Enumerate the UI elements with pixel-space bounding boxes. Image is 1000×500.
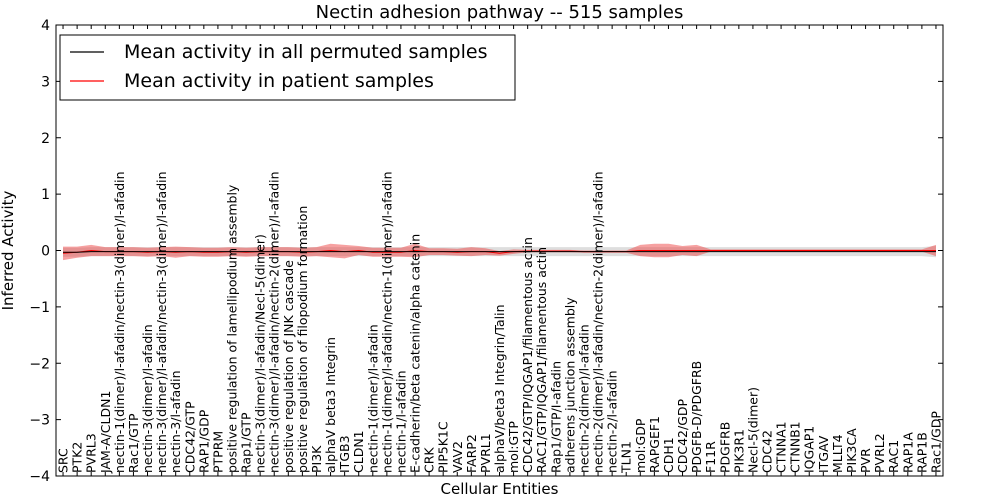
- x-tick-label: nectin-1(dimer)/l-afadin: [365, 324, 380, 473]
- x-tick-label: positive regulation of filopodium format…: [295, 206, 310, 473]
- x-tick-label: RAP1A: [900, 432, 915, 473]
- x-tick-label: IQGAP1: [802, 426, 817, 473]
- x-tick-label: nectin-1(dimer)/l-afadin/nectin-1(dimer)…: [379, 171, 394, 473]
- chart-title: Nectin adhesion pathway -- 515 samples: [316, 2, 684, 23]
- x-tick-label: nectin-3(dimer)/l-afadin/nectin-3(dimer)…: [154, 171, 169, 473]
- x-tick-label: VAV2: [450, 441, 465, 473]
- y-tick-label: 3: [41, 74, 50, 90]
- y-tick-label: 4: [41, 18, 50, 34]
- x-tick-label: nectin-2(dimer)/l-afadin: [577, 324, 592, 473]
- x-tick-label: CDC42/GTP: [182, 401, 197, 473]
- x-tick-label: positive regulation of JNK cascade: [281, 260, 296, 473]
- x-tick-label: nectin-1/l-afadin: [393, 371, 408, 474]
- x-tick-label: RAC1: [886, 440, 901, 473]
- series-lines: [62, 249, 936, 254]
- x-tick-label: PIK3R1: [731, 429, 746, 473]
- x-tick-label: Rap1/GTP: [239, 412, 254, 473]
- x-tick-label: RAP1/GDP: [196, 409, 211, 473]
- legend-label: Mean activity in patient samples: [124, 70, 434, 92]
- x-tick-label: PVRL2: [872, 433, 887, 473]
- x-tick-label: CRK: [422, 447, 437, 473]
- x-tick-label: ITGB3: [337, 435, 352, 473]
- x-tick-label: positive regulation of lamellipodium ass…: [225, 184, 240, 473]
- x-tick-label: SRC: [56, 448, 71, 473]
- x-tick-label: nectin-2/l-afadin: [605, 371, 620, 474]
- x-tick-label: nectin-2(dimer)/l-afadin/nectin-2(dimer)…: [591, 171, 606, 473]
- x-tick-label: adherens junction assembly: [562, 297, 577, 473]
- y-tick-label: 0: [41, 244, 50, 260]
- x-tick-label: PDGFB-D/PDGFRB: [689, 361, 704, 473]
- legend-box: [59, 34, 516, 101]
- y-axis-ticks: −4 −3 −2 −1 0 1 2 3 4: [29, 18, 943, 485]
- x-tick-label: CDC42/GTP/IQGAP1/filamentous actin: [520, 237, 535, 473]
- x-tick-label: FARP2: [464, 434, 479, 473]
- x-tick-label: CTNNB1: [788, 421, 803, 473]
- x-tick-label: RAP1B: [914, 432, 929, 473]
- x-tick-label: nectin-3(dimer)/l-afadin/nectin-2(dimer)…: [267, 171, 282, 473]
- x-tick-label: JAM-A/CLDN1: [98, 391, 113, 474]
- x-tick-label: nectin-3(dimer)/l-afadin/Necl-5(dimer): [253, 234, 268, 473]
- x-tick-label: alphaV beta3 Integrin: [323, 337, 338, 473]
- line-permuted: [63, 251, 936, 253]
- x-tick-label: CTNNA1: [774, 421, 789, 473]
- y-tick-label: 1: [41, 187, 50, 203]
- legend-label: Mean activity in all permuted samples: [124, 41, 487, 63]
- x-tick-label: CLDN1: [351, 430, 366, 473]
- x-tick-label: Rac1/GTP: [126, 413, 141, 473]
- x-tick-label: PVR: [858, 448, 873, 473]
- x-tick-label: RAPGEF1: [647, 416, 662, 473]
- x-tick-label: PIK3CA: [844, 428, 859, 473]
- x-tick-label: PDGFRB: [717, 422, 732, 473]
- x-axis-label: Cellular Entities: [441, 480, 559, 498]
- x-tick-label: nectin-1(dimer)/l-afadin/nectin-3(dimer)…: [112, 171, 127, 473]
- x-tick-label: TLN1: [619, 441, 634, 474]
- y-axis-label: Inferred Activity: [0, 190, 17, 310]
- y-tick-label: −2: [29, 356, 50, 372]
- x-tick-label: nectin-3/l-afadin: [168, 371, 183, 474]
- legend: Mean activity in all permuted samplesMea…: [59, 34, 516, 101]
- x-tick-label: PI3K: [309, 445, 324, 473]
- x-tick-label: PTK2: [70, 442, 85, 473]
- x-tick-label: alphaV/beta3 Integrin/Talin: [492, 305, 507, 474]
- x-tick-label: ITGAV: [816, 435, 831, 473]
- y-tick-label: −1: [29, 300, 50, 316]
- x-tick-label: CDH1: [661, 437, 676, 473]
- line-patient: [62, 249, 936, 254]
- x-tick-label: nectin-3(dimer)/l-afadin: [140, 324, 155, 473]
- x-tick-label: RAC1/GTP/IQGAP1/filamentous actin: [534, 247, 549, 473]
- x-tick-label: PVRL1: [478, 433, 493, 473]
- x-tick-label: F11R: [703, 441, 718, 473]
- x-tick-label: CDC42/GDP: [675, 398, 690, 473]
- y-tick-label: −4: [29, 469, 50, 485]
- x-tick-label: CDC42: [760, 430, 775, 473]
- x-tick-label: mol:GDP: [633, 418, 648, 473]
- x-tick-label: Rac1/GDP: [929, 411, 944, 473]
- y-tick-label: 2: [41, 131, 50, 147]
- x-tick-label: E-cadherin/beta catenin/alpha catenin: [408, 234, 423, 473]
- x-tick-label: PIP5K1C: [436, 421, 451, 473]
- x-tick-label: MLLT4: [830, 434, 845, 473]
- y-tick-label: −3: [29, 413, 50, 429]
- x-tick-label: PTPRM: [210, 431, 225, 473]
- x-tick-label: mol:GTP: [506, 421, 521, 473]
- x-tick-label: Rap1/GTP/I-afadin: [548, 361, 563, 473]
- x-tick-label: PVRL3: [84, 433, 99, 473]
- x-tick-label: Necl-5(dimer): [745, 387, 760, 473]
